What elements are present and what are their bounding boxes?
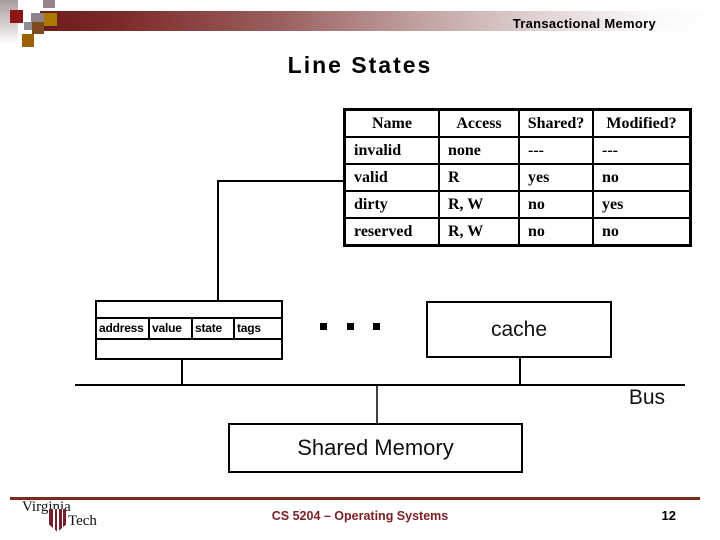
cache-line-field-state: state (193, 319, 235, 338)
bus-label: Bus (628, 386, 665, 409)
table-cell: reserved (343, 217, 440, 247)
table-cell: yes (518, 163, 594, 192)
cache-line-field-value: value (150, 319, 193, 338)
mosaic-square-mauve-top (43, 0, 55, 8)
table-cell: --- (518, 136, 594, 165)
table-row-reserved: reserved R, W no no (343, 217, 692, 247)
ellipsis-dot (373, 323, 380, 330)
line-states-table: Name Access Shared? Modified? invalid no… (343, 108, 692, 247)
table-cell: valid (343, 163, 440, 192)
table-cell: yes (592, 190, 692, 219)
virginia-tech-logo: Virginia Tech (22, 499, 117, 539)
table-cell: --- (592, 136, 692, 165)
page-title: Line States (287, 52, 433, 78)
table-to-state-connector (217, 180, 343, 308)
logo-text-tech: Tech (68, 513, 97, 529)
shared-memory-box: Shared Memory (228, 423, 523, 473)
header-gradient-bar (40, 11, 720, 31)
mosaic-square-gold (44, 13, 57, 26)
cache-box: cache (426, 301, 612, 358)
cache-line-fields-row: address value state tags (97, 319, 281, 340)
table-cell: no (518, 217, 594, 247)
table-header-shared: Shared? (518, 108, 594, 138)
table-header-modified: Modified? (592, 108, 692, 138)
ellipsis-dot (347, 323, 354, 330)
table-cell: no (592, 217, 692, 247)
table-cell: invalid (343, 136, 440, 165)
ellipsis (320, 323, 386, 331)
table-cell: no (592, 163, 692, 192)
mosaic-square-amber (22, 34, 34, 47)
table-cell: no (518, 190, 594, 219)
table-row-dirty: dirty R, W no yes (343, 190, 692, 219)
table-cell: R (438, 163, 520, 192)
vt-shield-icon (49, 509, 66, 532)
mosaic-square-gray (24, 22, 32, 30)
cache-line-field-tags: tags (237, 321, 261, 335)
mosaic-square-brown (32, 22, 44, 34)
table-row-invalid: invalid none --- --- (343, 136, 692, 165)
ellipsis-dot (320, 323, 327, 330)
page-number: 12 (661, 508, 676, 523)
table-row-valid: valid R yes no (343, 163, 692, 192)
table-header-access: Access (438, 108, 520, 138)
cache-line-field-address: address (97, 319, 150, 338)
table-cell: R, W (438, 217, 520, 247)
footer-rule (10, 497, 700, 500)
header-course-label: Transactional Memory (512, 16, 656, 31)
mosaic-square-maroon (10, 10, 23, 23)
cache-line-top-row (97, 302, 281, 319)
table-header-row: Name Access Shared? Modified? (343, 108, 692, 138)
footer-course-label: CS 5204 – Operating Systems (271, 509, 449, 523)
table-cell: none (438, 136, 520, 165)
table-cell: dirty (343, 190, 440, 219)
cache-line-record: address value state tags (95, 300, 283, 360)
table-cell: R, W (438, 190, 520, 219)
table-header-name: Name (343, 108, 440, 138)
